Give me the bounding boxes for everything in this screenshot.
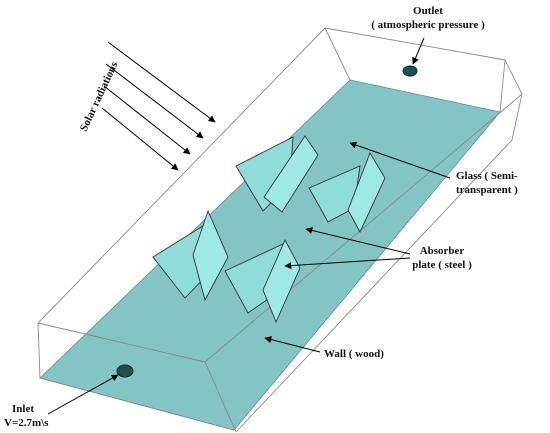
outlet-port [402,65,418,77]
wall-label: Wall ( wood) [324,348,384,360]
glass-leader-arrow [349,141,451,179]
outlet-leader-arrow [412,37,425,65]
absorber-leader-arrow-2 [284,257,411,270]
inlet-label-line1: Inlet [12,403,34,415]
glass-label-line2: transparent ) [456,184,518,196]
plate-pair-1 [235,135,319,213]
plate-pair-3 [152,209,229,302]
solar-radiations-label: Solar radiations [78,59,121,133]
collector-box-outline [37,27,523,433]
absorber-label-line2: plate ( steel ) [412,259,472,271]
plate-pair-2 [308,151,386,234]
glass-label-line1: Glass ( Semi- [456,170,518,182]
absorber-label-line1: Absorber [420,245,465,257]
inlet-leader-arrow [47,374,119,415]
outlet-label-line1: Outlet [413,5,443,17]
plate-pair-4 [224,238,301,324]
wall-leader-arrow [264,336,321,353]
absorber-leader-arrow-1 [305,227,411,255]
outlet-label-line2: ( atmospheric pressure ) [371,19,485,31]
solar-radiation-arrows [101,41,216,171]
inlet-port [116,364,134,378]
inlet-label-line2: V=2.7m\s [4,417,49,429]
